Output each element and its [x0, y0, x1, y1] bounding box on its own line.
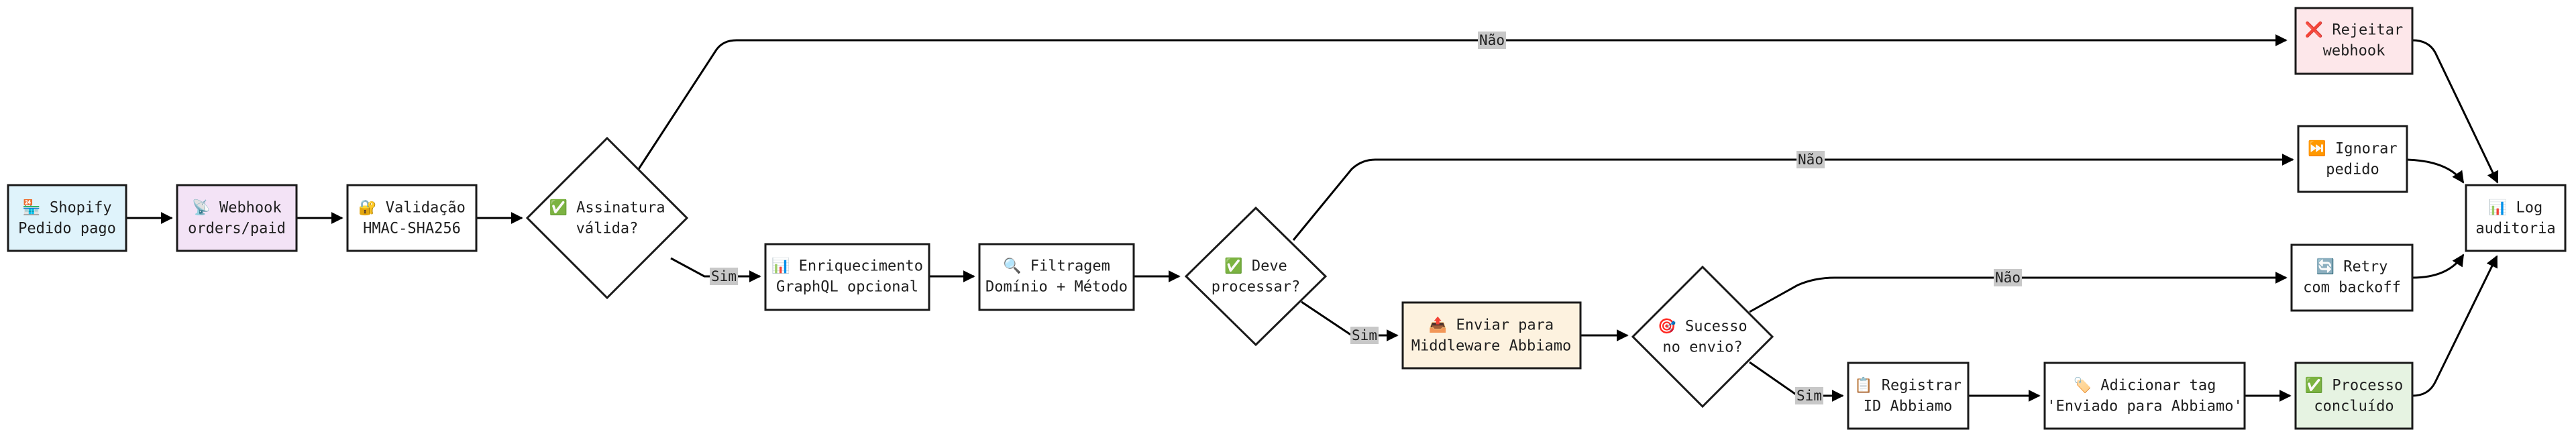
svg-text:auditoria: auditoria — [2475, 221, 2555, 237]
svg-text:📋 Registrar: 📋 Registrar — [1854, 377, 1962, 394]
edge-label-nao-2: Não — [1796, 151, 1825, 168]
edge-sucesso-retry — [1749, 272, 2288, 313]
edge-retry-log — [2412, 254, 2465, 279]
svg-text:❌ Rejeitar: ❌ Rejeitar — [2305, 21, 2404, 39]
edges — [126, 34, 2499, 402]
svg-text:Sim: Sim — [1352, 327, 1377, 343]
svg-text:📡 Webhook: 📡 Webhook — [192, 198, 281, 217]
svg-text:ID Abbiamo: ID Abbiamo — [1864, 398, 1952, 415]
svg-text:Não: Não — [1995, 270, 2021, 286]
edge-labels: Não Sim Não Sim Não Sim — [710, 32, 2022, 404]
svg-text:'Enviado para Abbiamo': 'Enviado para Abbiamo' — [2047, 398, 2242, 415]
node-processar-decision: ✅ Deve processar? — [1184, 206, 1328, 347]
svg-text:✅ Deve: ✅ Deve — [1224, 258, 1287, 275]
node-sucesso-decision: 🎯 Sucesso no envio? — [1631, 265, 1774, 408]
svg-text:📊 Enriquecimento: 📊 Enriquecimento — [771, 258, 923, 275]
svg-text:HMAC-SHA256: HMAC-SHA256 — [363, 221, 461, 237]
edge-ignorar-log — [2406, 158, 2465, 184]
svg-text:⏭️ Ignorar: ⏭️ Ignorar — [2308, 140, 2397, 158]
svg-text:Sim: Sim — [1796, 388, 1822, 404]
node-enriquecimento: 📊 Enriquecimento GraphQL opcional — [764, 243, 930, 311]
node-filtragem: 🔍 Filtragem Domínio + Método — [978, 243, 1135, 311]
edge-rejeitar-log — [2412, 39, 2499, 184]
edge-label-sim-3: Sim — [1795, 387, 1823, 404]
svg-text:🔄 Retry: 🔄 Retry — [2316, 258, 2388, 276]
node-shopify: 🏪 Shopify Pedido pago — [7, 184, 127, 252]
svg-text:Não: Não — [1479, 32, 1505, 48]
svg-text:processar?: processar? — [1212, 279, 1300, 296]
edge-processar-enviar — [1301, 300, 1399, 341]
svg-text:Pedido pago: Pedido pago — [18, 221, 116, 237]
svg-text:Sim: Sim — [711, 268, 737, 284]
svg-text:Domínio + Método: Domínio + Método — [985, 279, 1128, 296]
svg-text:GraphQL opcional: GraphQL opcional — [776, 279, 918, 296]
svg-text:🎯 Sucesso: 🎯 Sucesso — [1658, 318, 1747, 335]
node-assinatura-decision: ✅ Assinatura válida? — [525, 136, 689, 300]
svg-text:Não: Não — [1798, 152, 1823, 168]
svg-text:no envio?: no envio? — [1662, 339, 1742, 356]
node-ignorar: ⏭️ Ignorar pedido — [2297, 125, 2408, 193]
svg-text:webhook: webhook — [2323, 43, 2385, 60]
svg-text:pedido: pedido — [2326, 162, 2379, 178]
svg-text:Middleware Abbiamo: Middleware Abbiamo — [1411, 338, 1571, 355]
svg-text:concluído: concluído — [2314, 398, 2394, 415]
node-registrar: 📋 Registrar ID Abbiamo — [1847, 362, 1970, 430]
edge-processar-ignorar — [1292, 154, 2294, 241]
node-validacao: 🔐 Validação HMAC-SHA256 — [346, 184, 478, 252]
svg-text:✅ Assinatura: ✅ Assinatura — [549, 199, 665, 217]
node-retry: 🔄 Retry com backoff — [2290, 243, 2414, 312]
svg-text:📊 Log: 📊 Log — [2489, 199, 2542, 217]
svg-text:🔐 Validação: 🔐 Validação — [358, 200, 466, 217]
svg-text:orders/paid: orders/paid — [188, 221, 286, 237]
svg-text:🏷️ Adicionar tag: 🏷️ Adicionar tag — [2074, 377, 2216, 394]
node-concluido: ✅ Processo concluído — [2294, 362, 2414, 430]
node-enviar: 📤 Enviar para Middleware Abbiamo — [1401, 301, 1582, 370]
node-log-auditoria: 📊 Log auditoria — [2465, 184, 2567, 252]
node-webhook: 📡 Webhook orders/paid — [176, 184, 298, 252]
svg-text:válida?: válida? — [576, 221, 639, 237]
svg-text:✅ Processo: ✅ Processo — [2305, 377, 2404, 394]
edge-label-nao-3: Não — [1994, 269, 2022, 286]
edge-label-nao-1: Não — [1478, 32, 1506, 49]
svg-text:🔍 Filtragem: 🔍 Filtragem — [1003, 256, 1110, 275]
edge-assinatura-rejeitar — [637, 34, 2288, 170]
svg-text:📤 Enviar para: 📤 Enviar para — [1429, 317, 1554, 334]
svg-text:🏪 Shopify: 🏪 Shopify — [22, 199, 111, 217]
edge-label-sim-1: Sim — [710, 268, 738, 285]
nodes: 🏪 Shopify Pedido pago 📡 Webhook orders/p… — [7, 7, 2567, 430]
edge-assinatura-enriquec — [670, 257, 761, 282]
node-rejeitar: ❌ Rejeitar webhook — [2294, 7, 2414, 75]
edge-label-sim-2: Sim — [1350, 327, 1379, 344]
edge-concluido-log — [2412, 255, 2498, 397]
svg-text:com backoff: com backoff — [2303, 280, 2401, 296]
node-adicionar-tag: 🏷️ Adicionar tag 'Enviado para Abbiamo' — [2043, 362, 2246, 430]
